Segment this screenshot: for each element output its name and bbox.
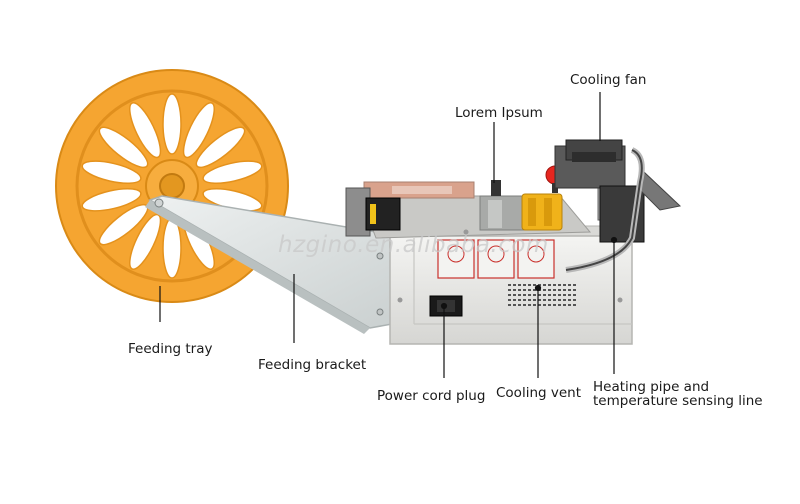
- vent-slot: [528, 289, 531, 291]
- label-lorem-ipsum: Lorem Ipsum: [455, 105, 543, 121]
- vent-slot: [558, 299, 561, 301]
- vent-slot: [548, 294, 551, 296]
- vent-slot: [528, 284, 531, 286]
- vent-slot: [573, 299, 576, 301]
- vent-slot: [548, 284, 551, 286]
- wheel-spoke-opening: [202, 160, 263, 184]
- vent-slot: [553, 304, 556, 306]
- vent-slot: [528, 304, 531, 306]
- vent-slot: [513, 299, 516, 301]
- vent-slot: [513, 304, 516, 306]
- vent-slot: [518, 294, 521, 296]
- vent-slot: [523, 284, 526, 286]
- vent-slot: [573, 284, 576, 286]
- vent-slot: [558, 284, 561, 286]
- vent-slot: [513, 294, 516, 296]
- vent-slot: [558, 289, 561, 291]
- vent-slot: [533, 284, 536, 286]
- leader-lines: [159, 92, 618, 378]
- vent-slot: [533, 304, 536, 306]
- vent-slot: [508, 289, 511, 291]
- wheel-spoke-opening: [129, 213, 162, 270]
- vent-slot: [563, 289, 566, 291]
- vent-slot: [538, 304, 541, 306]
- vent-slot: [548, 299, 551, 301]
- wheel-spoke-opening: [81, 188, 142, 212]
- vent-slot: [563, 294, 566, 296]
- vent-slot: [558, 304, 561, 306]
- vent-slot: [563, 299, 566, 301]
- vent-slot: [553, 294, 556, 296]
- vent-slot: [548, 304, 551, 306]
- wheel-spoke-opening: [162, 217, 182, 279]
- vent-slot: [513, 284, 516, 286]
- label-cooling-vent: Cooling vent: [496, 385, 582, 401]
- vent-slot: [528, 299, 531, 301]
- wheel-spoke-opening: [195, 126, 246, 169]
- vent-slot: [563, 304, 566, 306]
- vent-slot: [543, 299, 546, 301]
- vent-slot: [533, 294, 536, 296]
- vent-slot: [533, 289, 536, 291]
- vent-slot: [508, 299, 511, 301]
- label-feeding-bracket: Feeding bracket: [258, 357, 367, 373]
- vent-slot: [518, 289, 521, 291]
- vent-slot: [568, 304, 571, 306]
- vent-slot: [548, 289, 551, 291]
- wheel-spoke-opening: [98, 126, 149, 169]
- vent-slot: [538, 284, 541, 286]
- vent-slot: [518, 284, 521, 286]
- vent-slot: [518, 304, 521, 306]
- label-heating-pipe-line1: Heating pipe and: [593, 379, 710, 395]
- wheel-spoke-opening: [81, 160, 142, 184]
- vent-slot: [553, 289, 556, 291]
- vent-slot: [568, 299, 571, 301]
- vent-slot: [573, 289, 576, 291]
- vent-slot: [553, 284, 556, 286]
- wheel-spoke-opening: [129, 102, 162, 159]
- vent-slot: [543, 284, 546, 286]
- vent-slot: [568, 294, 571, 296]
- vent-slot: [508, 304, 511, 306]
- vent-slot: [508, 284, 511, 286]
- wheel-spoke-opening: [182, 102, 215, 159]
- watermark-text: hzgino.en.alibaba.com: [278, 232, 549, 258]
- vent-slot: [573, 294, 576, 296]
- label-feeding-tray: Feeding tray: [128, 341, 213, 357]
- vent-slot: [508, 294, 511, 296]
- vent-slot: [523, 304, 526, 306]
- vent-slot: [518, 299, 521, 301]
- vent-slot: [513, 289, 516, 291]
- vent-slot: [523, 299, 526, 301]
- vent-slot: [543, 294, 546, 296]
- vent-slot: [563, 284, 566, 286]
- vent-slot: [528, 294, 531, 296]
- label-heating-pipe-line2: temperature sensing line: [593, 393, 763, 409]
- vent-slot: [558, 294, 561, 296]
- label-power-cord-plug: Power cord plug: [377, 388, 486, 404]
- vent-slot: [543, 289, 546, 291]
- vent-slot: [573, 304, 576, 306]
- vent-slot: [543, 304, 546, 306]
- vent-slot: [533, 299, 536, 301]
- machine-body: [345, 139, 682, 345]
- vent-slot: [523, 294, 526, 296]
- vent-slot: [538, 299, 541, 301]
- vent-slot: [568, 284, 571, 286]
- label-cooling-fan: Cooling fan: [570, 72, 647, 88]
- vent-slot: [568, 289, 571, 291]
- vent-slot: [553, 299, 556, 301]
- wheel-spoke-opening: [162, 93, 182, 155]
- vent-slot: [538, 294, 541, 296]
- vent-slot: [523, 289, 526, 291]
